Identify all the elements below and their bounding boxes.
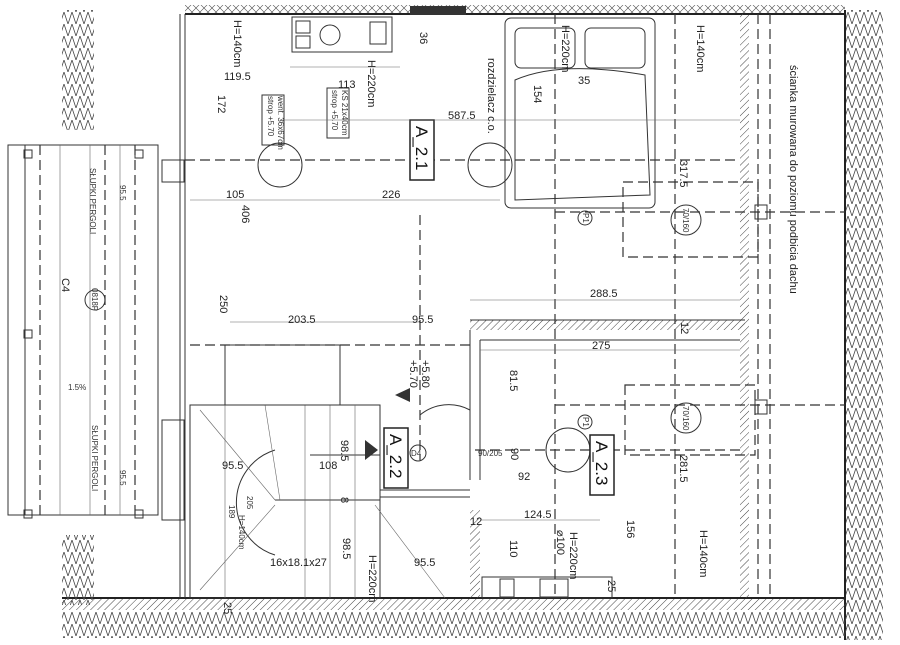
dimension: 275 [592,340,610,352]
vent-ks-2: strop +5.70 [330,90,339,131]
dimension: 95.5 [118,470,127,486]
height-label: H=140cm [694,25,706,72]
annotations: rozdzielacz c.o. ścianka murowana do poz… [59,58,799,569]
dimension: 95.5 [412,314,433,326]
note-stairs: 16x18.1x27 [270,557,327,569]
dimension: 92 [518,471,530,483]
level-top: +5.80 [419,360,431,388]
level-bottom: +5.70 [407,360,419,388]
dimension: 25 [221,602,233,614]
vent-went-2: strop +5.70 [266,96,275,137]
dimension: 226 [382,189,400,201]
dimension: 587.5 [448,110,476,122]
dimension: 156 [624,520,636,538]
note-code: 0818P [90,288,99,311]
dimension: 95.5 [222,460,243,472]
room-label-a2-1: A_2.1 [412,126,431,170]
note-masonry-wall: ścianka murowana do poziomu podbicia dac… [787,65,799,294]
skylight-b: 70/160 [681,406,690,431]
dimension: 12 [470,516,482,528]
dimension: 124.5 [524,509,552,521]
room-label-a2-3: A_2.3 [592,441,611,485]
door-dims: 90/205 [478,449,503,458]
dimension: 119.5 [224,71,251,83]
dimension: 25 [605,580,617,592]
dimension: 113 [338,79,356,91]
height-label: H=220cm [559,25,571,72]
note-distributor: rozdzielacz c.o. [485,58,497,134]
dimension: 205 [245,496,254,510]
note-slope: 1.5% [68,383,86,392]
dimension: 406 [239,205,251,223]
pergola-terrace [7,144,185,521]
skylight-a: 70/160 [681,208,690,233]
staircase [189,344,471,599]
dimension: 154 [531,85,543,103]
height-label: H=220cm [365,60,377,107]
utility-fixtures [257,16,513,188]
room-tags: A_2.1 A_2.2 A_2.3 [383,119,615,496]
dimension: 36 [417,32,429,44]
dimension: 281.5 [677,455,689,483]
note-pergola-2: SŁUPKI PERGOLI [90,425,99,491]
dimension: 81.5 [507,370,519,391]
interior-walls [185,14,845,598]
dimension: 12 [678,322,690,334]
dimension: 108 [319,460,337,472]
dimension: 288.5 [590,288,618,300]
dimension: 98.5 [340,538,352,559]
door-d4: D4 [411,449,422,458]
note-pergola-1: SŁUPKI PERGOLI [88,168,97,234]
dimension: 317.5 [677,160,689,188]
window-p1-b: P1 [581,417,590,427]
dimension: 250 [217,295,229,313]
dimension: 90 [508,448,520,460]
vent-ks-1: KS 21x40cm [340,90,349,136]
dimension: 35 [578,75,590,87]
dimension: 8 [338,497,350,503]
height-label: H=220cm [366,555,378,602]
height-label: H=220cm [567,532,579,579]
note-c4: C4 [59,278,71,292]
room-label-a2-2: A_2.2 [386,434,405,478]
height-labels: H=140cm H=220cm H=220cm H=140cm H=140cm … [231,20,709,602]
window-p1-a: P1 [581,213,590,223]
dimension: 95.5 [118,185,127,201]
height-label: H=140cm [697,530,709,577]
dimension: 98.5 [338,440,350,461]
dimensions: 119.5 172 36 113 587.5 105 406 226 35 15… [118,32,740,614]
height-label: H=140cm [231,20,243,67]
dimension: 189 [227,505,236,519]
exterior-walls [62,5,883,640]
dimension: 203.5 [288,314,316,326]
height-label: H=140cm [237,515,246,550]
dimension: 110 [507,540,519,558]
bed [504,17,656,209]
skylights [622,181,768,456]
dimension: 105 [226,189,244,201]
vent-went-1: went. 36x67cm [276,95,285,150]
note-diameter: ⌀100 [554,530,566,555]
dimension: 172 [215,95,227,113]
dimension: 95.5 [414,557,435,569]
